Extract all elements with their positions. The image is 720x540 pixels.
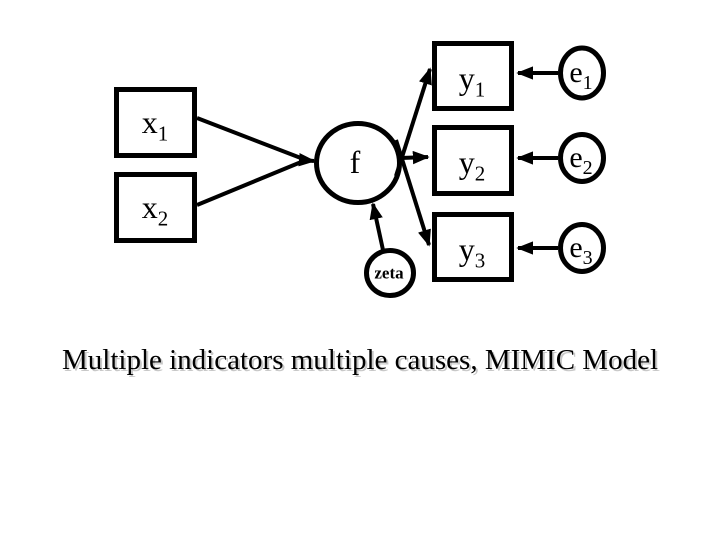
e3-error-circle bbox=[558, 222, 606, 274]
arrowhead-into-f bbox=[298, 153, 316, 167]
y1-label-sub: 1 bbox=[474, 77, 486, 102]
e2-error-circle bbox=[558, 132, 606, 184]
e1-error-circle bbox=[558, 45, 606, 101]
x1-box bbox=[114, 87, 197, 158]
x2-label-sub: 2 bbox=[157, 206, 169, 231]
arrow-zeta-to-f bbox=[369, 202, 385, 251]
slide-caption: Multiple indicators multiple causes, MIM… bbox=[61, 344, 659, 376]
e2-label: e2 bbox=[569, 141, 592, 179]
y1-label: y1 bbox=[458, 60, 486, 100]
f-label: f bbox=[350, 146, 361, 178]
y2-label-base: y bbox=[458, 144, 475, 180]
arrow-f-to-y3 bbox=[394, 139, 431, 247]
arrow-x1-to-f bbox=[196, 116, 307, 162]
y3-label: y3 bbox=[458, 231, 486, 271]
e2-label-sub: 2 bbox=[582, 157, 593, 179]
y2-label: y2 bbox=[458, 144, 486, 184]
zeta-label-base: zeta bbox=[374, 263, 404, 283]
e1-label-sub: 1 bbox=[582, 72, 593, 94]
y1-label-base: y bbox=[458, 60, 475, 96]
e3-label-sub: 3 bbox=[582, 247, 593, 269]
y3-label-sub: 3 bbox=[474, 248, 486, 273]
y1-box bbox=[432, 41, 514, 111]
zeta-label: zeta bbox=[374, 265, 403, 282]
x2-label: x2 bbox=[141, 189, 169, 229]
x2-box bbox=[114, 172, 197, 243]
y3-box bbox=[432, 212, 514, 282]
x1-label: x1 bbox=[141, 104, 169, 144]
y2-label-sub: 2 bbox=[474, 161, 486, 186]
zeta-disturbance-circle bbox=[364, 248, 416, 298]
arrow-f-to-y2 bbox=[400, 150, 430, 165]
x1-label-sub: 1 bbox=[157, 121, 169, 146]
y2-box bbox=[432, 125, 514, 196]
f-label-base: f bbox=[349, 144, 361, 180]
e3-label: e3 bbox=[569, 231, 592, 269]
x2-label-base: x bbox=[141, 189, 158, 225]
y3-label-base: y bbox=[458, 231, 475, 267]
e1-label: e1 bbox=[569, 56, 592, 94]
e3-label-base: e bbox=[569, 231, 583, 264]
arrow-x2-to-f bbox=[196, 158, 307, 207]
e2-label-base: e bbox=[569, 141, 583, 174]
e1-label-base: e bbox=[569, 56, 583, 89]
x1-label-base: x bbox=[141, 104, 158, 140]
